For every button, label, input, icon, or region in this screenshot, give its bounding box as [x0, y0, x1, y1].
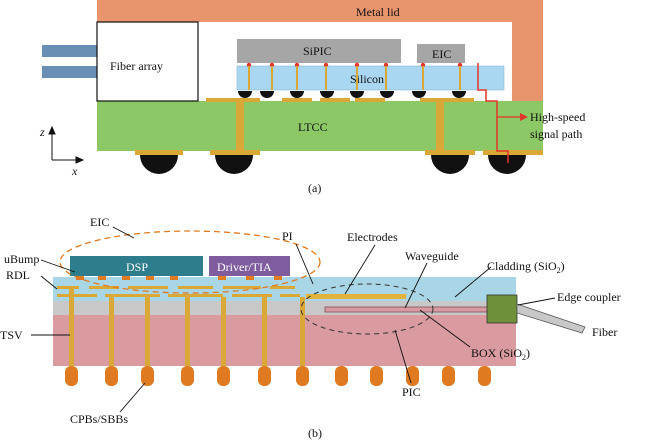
panel-b-caption: (b) — [308, 426, 322, 440]
metal-lid-label: Metal lid — [356, 5, 400, 19]
sipic-chip — [237, 39, 401, 63]
box-label: BOX (SiO2) — [471, 346, 530, 362]
axis-indicator — [48, 125, 85, 164]
eic-label: EIC — [432, 47, 451, 61]
dsp-die — [70, 256, 203, 276]
c4-bumps — [206, 91, 474, 102]
axis-z-label: z — [39, 125, 45, 139]
edge-coupler — [486, 294, 518, 324]
sipic-label: SiPIC — [303, 44, 332, 58]
eic-outline — [59, 230, 321, 294]
panel-a-caption: (a) — [308, 181, 321, 195]
ltcc-vias — [236, 101, 444, 151]
signal-path-label-2: signal path — [530, 127, 582, 141]
fiber-array — [96, 21, 199, 102]
metal-lid — [97, 0, 543, 103]
eic-chip — [417, 44, 465, 63]
pi-label: PI — [282, 229, 293, 243]
bottom-bumps — [65, 366, 491, 386]
fiber — [516, 303, 586, 334]
ltcc-label: LTCC — [298, 120, 328, 134]
signal-path-label-1: High-speed — [530, 110, 585, 124]
leader-lines — [31, 226, 556, 413]
ltcc-board — [97, 101, 543, 151]
panel-b: DSP Driver/TIA EIC uBump RDL TSV — [0, 215, 621, 440]
panel-a: Metal lid LTCC Fiber array Silicon SiPIC… — [39, 0, 585, 195]
driver-tia-label: Driver/TIA — [217, 260, 272, 274]
rdl-label: RDL — [6, 268, 30, 282]
cladding-label: Cladding (SiO2) — [487, 259, 565, 275]
waveguide-label: Waveguide — [405, 249, 459, 263]
tsv-label: TSV — [0, 328, 23, 342]
driver-tia-die — [209, 256, 290, 276]
waveguide — [324, 306, 491, 313]
dsp-label: DSP — [126, 260, 148, 274]
rdl-traces — [57, 286, 300, 297]
silicon-vias — [248, 66, 461, 90]
electrodes-label: Electrodes — [347, 230, 398, 244]
pic-label: PIC — [402, 385, 421, 399]
electrodes — [306, 294, 406, 299]
chip-microbumps — [246, 62, 463, 68]
fiber-array-label: Fiber array — [110, 59, 163, 73]
bga-balls — [140, 155, 526, 174]
signal-arrow-head — [520, 113, 528, 121]
axis-x-label: x — [71, 164, 78, 178]
fiber-core — [42, 57, 99, 66]
fiber-label: Fiber — [592, 325, 617, 339]
silicon-label: Silicon — [350, 72, 384, 86]
bga-pads — [135, 150, 543, 155]
pic-substrate — [53, 314, 516, 366]
eic-label-b: EIC — [90, 215, 109, 229]
cpbs-label: CPBs/SBBs — [70, 412, 128, 426]
edge-coupler-label: Edge coupler — [557, 290, 621, 304]
ubump-label: uBump — [4, 252, 39, 266]
pic-outline — [300, 283, 434, 335]
signal-path — [477, 63, 509, 163]
tsv-columns — [69, 289, 305, 366]
